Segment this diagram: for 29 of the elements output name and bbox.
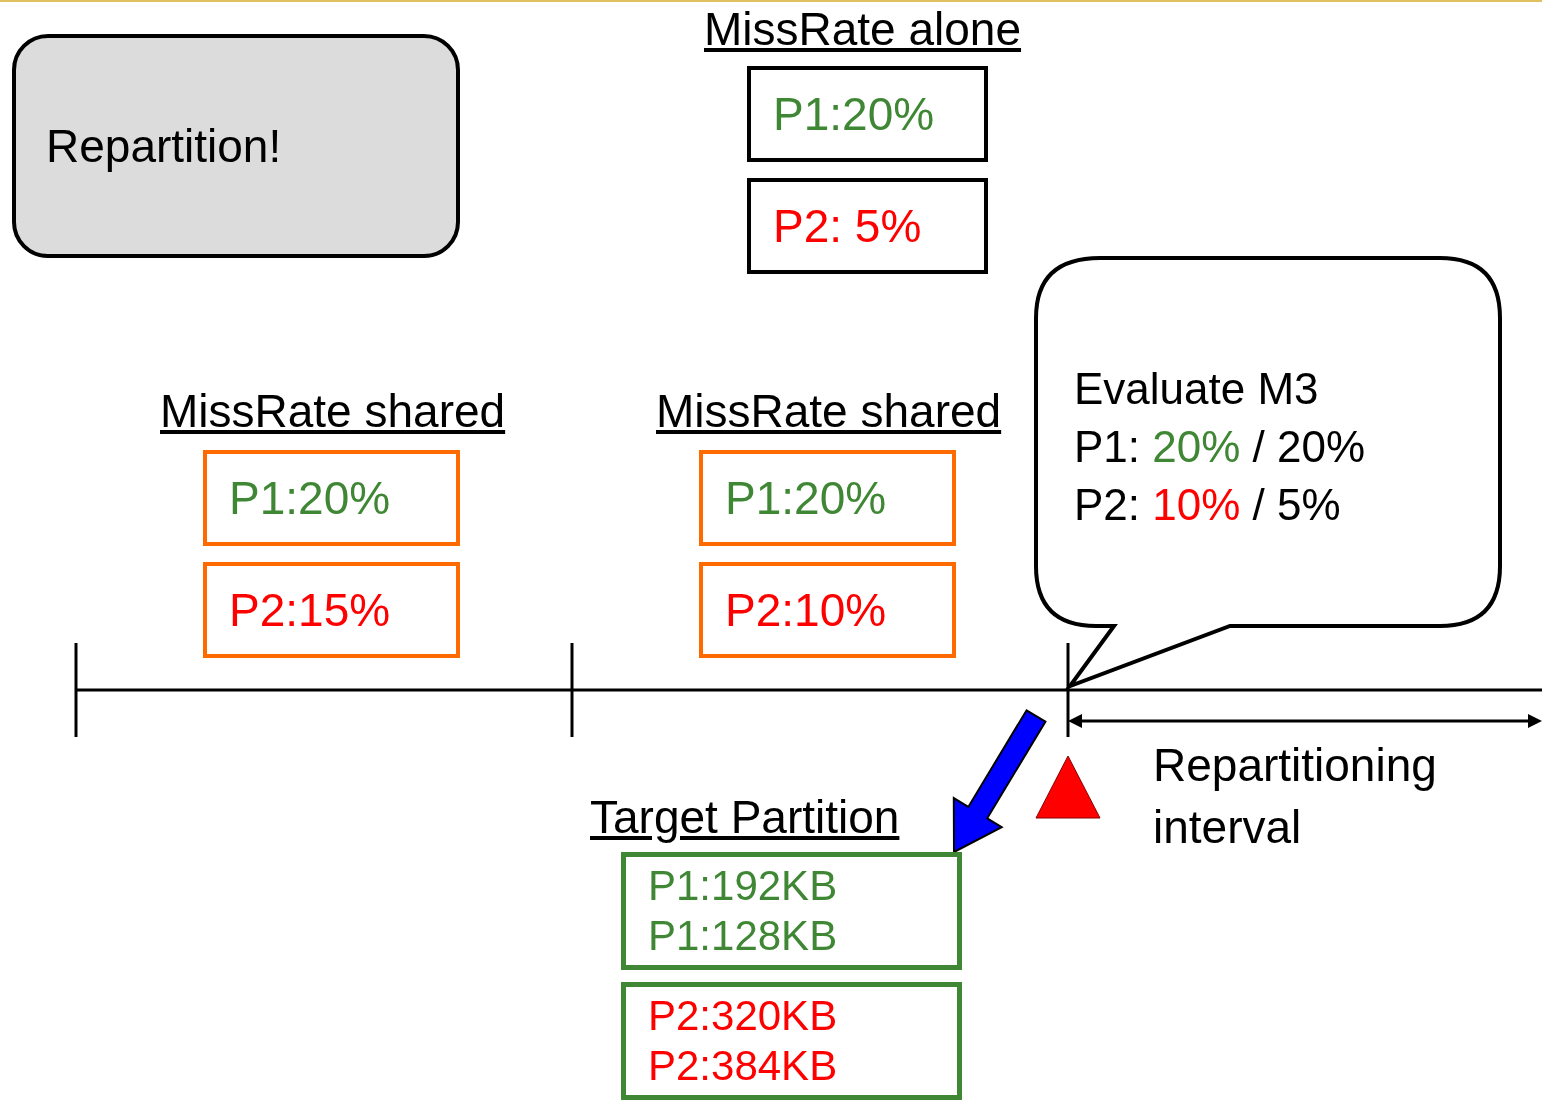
value-text: P2:15%: [229, 583, 391, 637]
value-box: [699, 450, 956, 546]
value-text: P1:192KB: [648, 861, 838, 911]
ratio-text: P2: 10% / 5%: [1074, 479, 1342, 531]
value-box: [203, 562, 460, 658]
box-title: Repartition!: [46, 119, 282, 173]
section-heading: MissRate alone: [704, 2, 1022, 56]
value-box: [747, 66, 988, 162]
bubble-heading: Evaluate M3: [1074, 363, 1320, 415]
section-heading: MissRate shared: [656, 384, 1002, 438]
value-text: P1:20%: [773, 87, 935, 141]
interval-label: Repartitioning interval: [1153, 738, 1438, 855]
value-box: [699, 562, 956, 658]
block-arrow: [952, 708, 1047, 854]
value-text: P2:320KB: [648, 991, 838, 1041]
rounded-box: [12, 34, 460, 258]
value-text: P1:20%: [725, 471, 887, 525]
value-box: [621, 852, 962, 970]
value-text: P2:384KB: [648, 1041, 838, 1091]
value-box: [621, 982, 962, 1100]
section-heading: MissRate shared: [160, 384, 506, 438]
section-heading: Target Partition: [590, 790, 900, 844]
value-box: [203, 450, 460, 546]
value-text: P1:128KB: [648, 911, 838, 961]
ratio-text: P1: 20% / 20%: [1074, 421, 1367, 473]
value-text: P2:10%: [725, 583, 887, 637]
value-text: P1:20%: [229, 471, 391, 525]
value-box: [747, 178, 988, 274]
value-text: P2: 5%: [773, 199, 922, 253]
